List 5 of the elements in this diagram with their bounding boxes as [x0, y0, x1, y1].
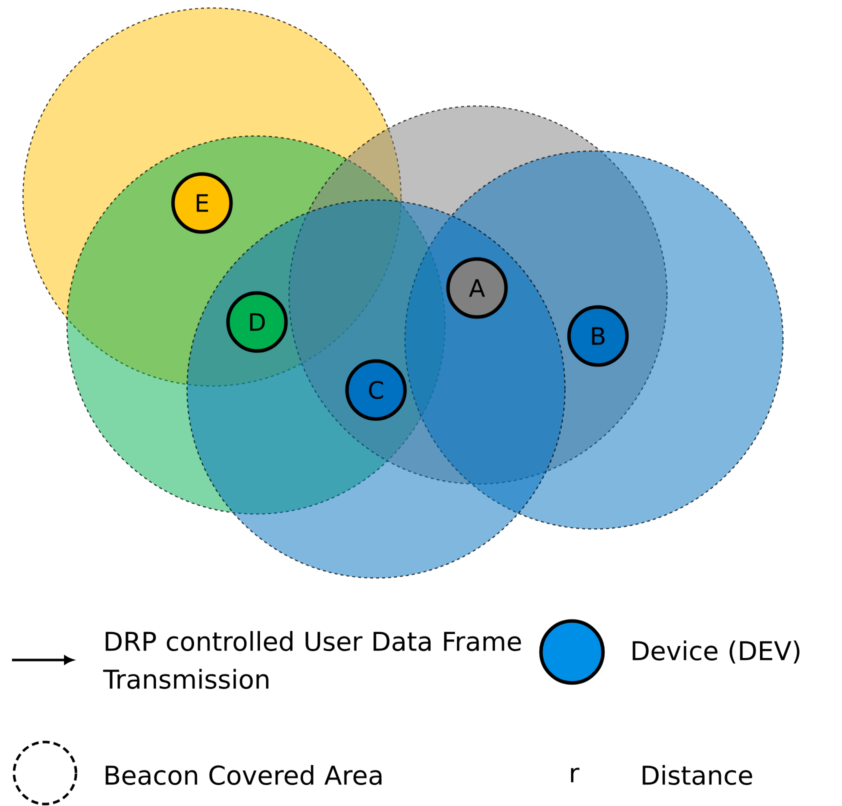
legend-text: Device (DEV) [632, 640, 800, 664]
legend-text: Beacon Covered Area [106, 764, 382, 785]
legend-text: DRP controlled User Data Frame Transmission [103, 631, 521, 689]
symbol-label: r [571, 768, 580, 782]
legend-text: Distance [642, 764, 752, 785]
